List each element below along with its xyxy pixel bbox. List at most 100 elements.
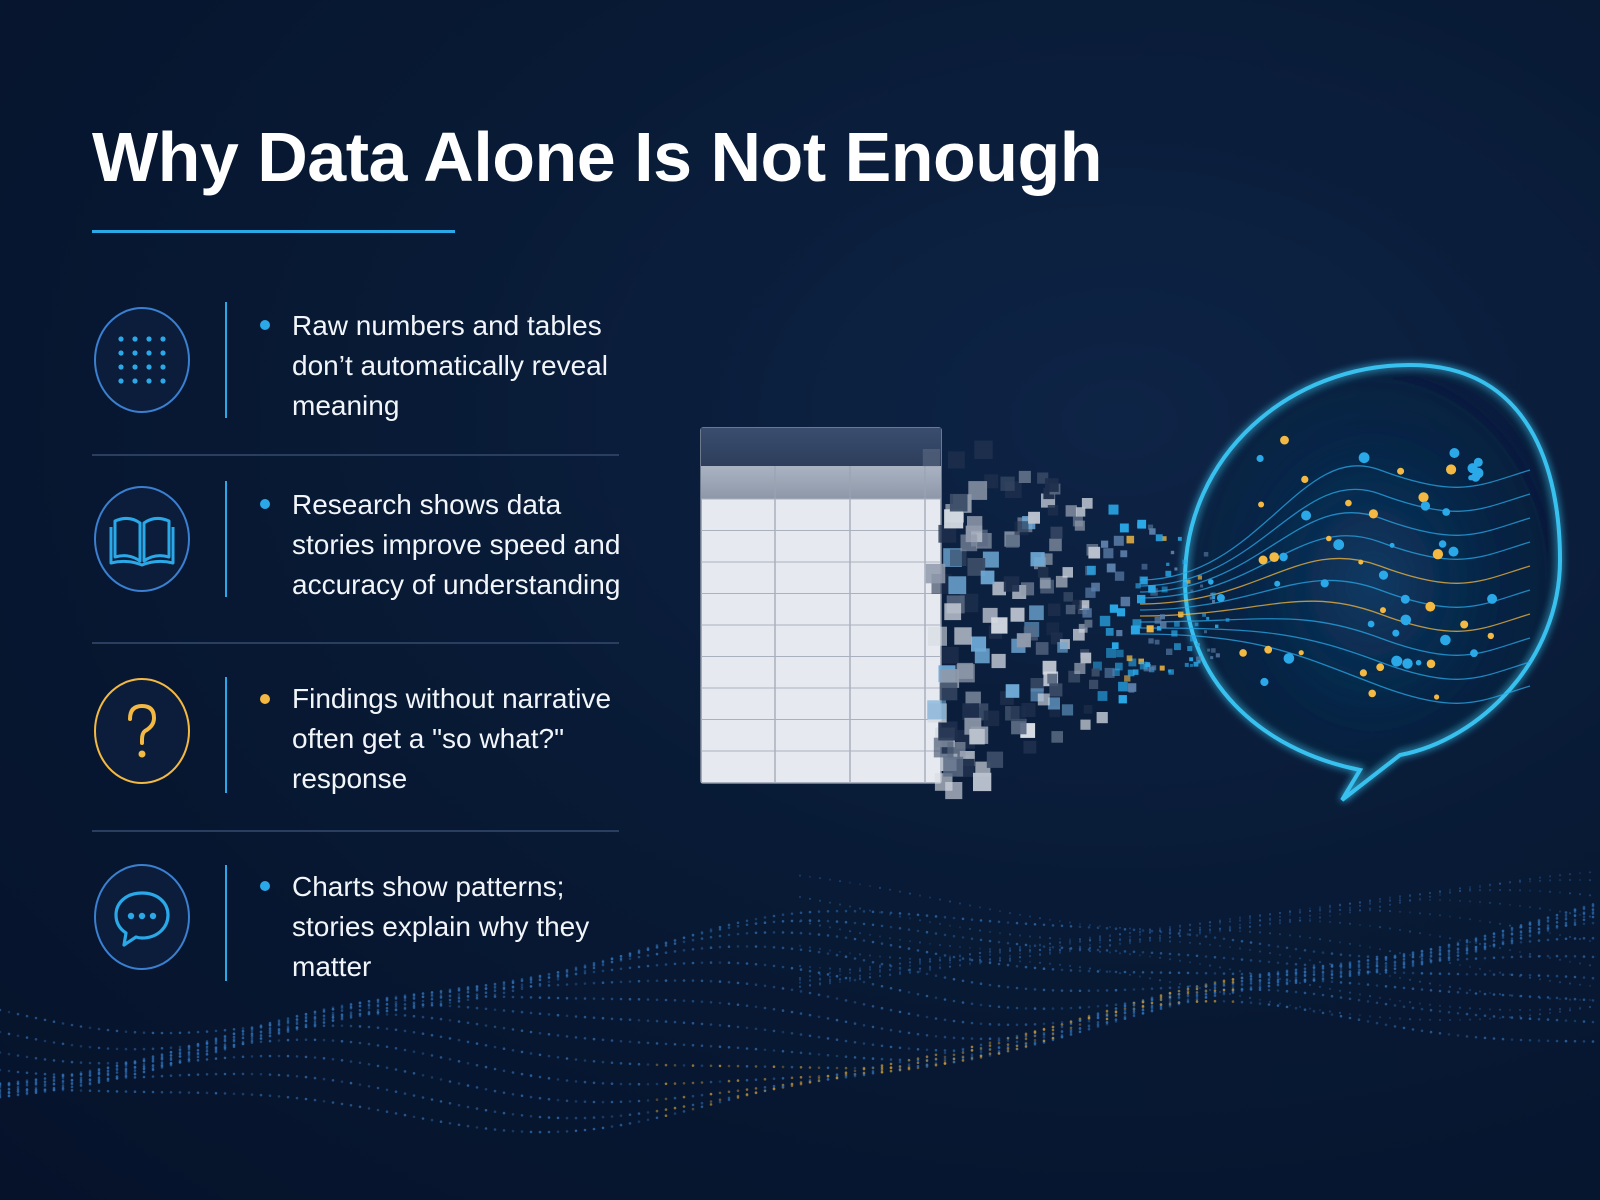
insight-dot (1449, 448, 1460, 458)
pixel-particle (1147, 524, 1154, 530)
pixel-particle (1211, 592, 1216, 597)
pixel-particle (1194, 622, 1199, 627)
pixel-particle (1204, 630, 1207, 634)
pixel-particle (1050, 526, 1063, 539)
pixel-particle (1155, 534, 1163, 542)
flow-line (1139, 600, 1531, 632)
pixel-particle (1124, 675, 1131, 682)
insight-dot (1283, 653, 1295, 664)
pixel-particle (1126, 655, 1133, 662)
insight-dot (1418, 492, 1429, 503)
pixel-particle (965, 691, 981, 707)
insight-dot (1402, 658, 1413, 669)
pixel-particle (949, 493, 968, 512)
pixel-particle (925, 563, 946, 584)
pixel-particle (1212, 596, 1215, 600)
pixel-particle (1166, 648, 1173, 655)
bullet-dot (260, 320, 270, 330)
pixel-particle (1138, 658, 1144, 665)
pixel-particle (944, 603, 962, 621)
pixel-particle (1055, 575, 1068, 588)
pixel-particle (1113, 535, 1124, 546)
insight-dot (1432, 549, 1444, 560)
pixel-particle (1161, 536, 1167, 541)
pixel-particle (974, 440, 993, 459)
pixel-particle (1116, 630, 1123, 637)
pixel-particle (1045, 478, 1059, 492)
pixel-particle (1014, 521, 1029, 536)
insight-dot (1216, 594, 1225, 602)
pixel-particle (1196, 656, 1201, 662)
row-divider (92, 830, 619, 832)
flow-line (1139, 465, 1531, 581)
insight-dot (1298, 650, 1304, 656)
pixel-particle (1148, 638, 1154, 644)
pixel-particle (969, 728, 985, 745)
pixel-particle (1118, 695, 1127, 704)
chat-bubble-icon (93, 863, 191, 971)
pixel-particle (1159, 665, 1165, 671)
pixel-particle (1047, 505, 1059, 516)
pixel-particle (1106, 563, 1116, 573)
pixel-particle (944, 509, 964, 529)
pixel-particle (1021, 582, 1035, 596)
pixel-particle (1115, 662, 1123, 671)
pixel-particle (1225, 618, 1230, 622)
insight-dot (1446, 464, 1457, 475)
pixel-particle (1137, 594, 1146, 604)
pixel-particle (1116, 608, 1126, 617)
insight-dot (1440, 634, 1451, 646)
pixel-particle (1203, 552, 1209, 557)
pixel-particle (1197, 660, 1201, 664)
pixel-particle (1081, 498, 1093, 509)
flow-line (1139, 627, 1531, 680)
pixel-particle (927, 700, 947, 720)
pixel-particle (1029, 605, 1044, 621)
pixel-particle (1050, 632, 1063, 645)
pixel-particle (1189, 657, 1194, 662)
point-divider-bar (225, 865, 227, 981)
insight-dot (1376, 663, 1385, 672)
pixel-particle (1145, 662, 1151, 667)
pixel-particle (1154, 639, 1160, 645)
insight-dot (1345, 499, 1352, 507)
pixel-particle (1166, 562, 1170, 566)
pixel-particle (1215, 624, 1219, 628)
pixel-particle (1028, 511, 1040, 524)
pixel-particle (962, 703, 979, 720)
pixel-particle (1037, 567, 1049, 578)
pixel-particle (1091, 668, 1100, 677)
pixel-particle (1104, 667, 1115, 678)
pixel-particle (1186, 579, 1191, 584)
insight-dot (1389, 542, 1395, 548)
pixel-particle (1190, 635, 1196, 642)
pixel-particle (971, 636, 987, 652)
pixel-particle (1119, 523, 1129, 533)
pixel-particle (1165, 570, 1172, 577)
pixel-particle (1212, 600, 1215, 603)
pixel-particle (1011, 718, 1027, 735)
pixel-particle (1168, 669, 1174, 675)
pixel-particle (1063, 592, 1073, 602)
insight-dot (1258, 501, 1265, 508)
point-research: Research shows data stories improve spee… (92, 455, 622, 644)
pixel-particle (945, 782, 963, 800)
insight-dot (1301, 475, 1309, 483)
pixel-particle (1137, 519, 1147, 529)
insight-dot (1434, 694, 1440, 700)
pixel-particle (1127, 669, 1135, 677)
pixel-particle (1118, 681, 1128, 692)
insight-dot (1368, 689, 1376, 698)
insight-dot (1359, 669, 1367, 677)
dot-grid-icon (93, 306, 191, 414)
pixel-particle (1043, 487, 1055, 500)
pixel-particle (1209, 596, 1213, 600)
insight-dot (1442, 508, 1451, 516)
pixel-particle (1132, 619, 1142, 629)
insight-dot (1471, 472, 1481, 482)
page-title: Why Data Alone Is Not Enough (92, 118, 1103, 196)
pixel-particle (1160, 614, 1165, 620)
pixel-particle (1080, 719, 1091, 730)
flow-line (1139, 535, 1531, 599)
